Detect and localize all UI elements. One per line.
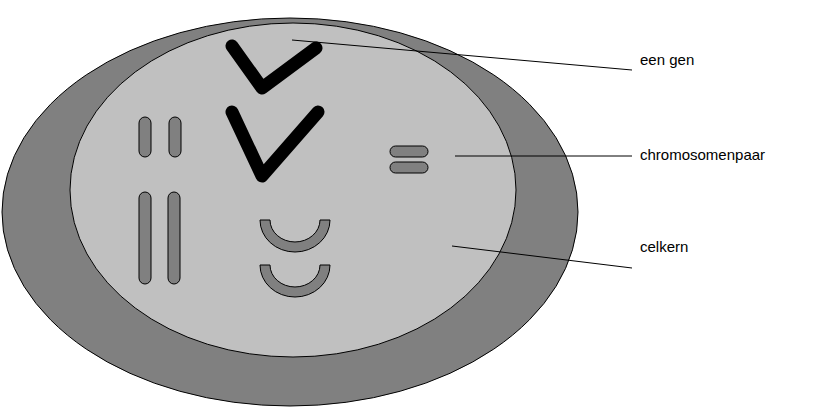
chromosome (168, 192, 180, 284)
leader-line (292, 40, 632, 70)
chromosome (169, 117, 181, 157)
chromosome (139, 192, 151, 284)
leader-line (452, 246, 632, 268)
chromosome (390, 162, 428, 173)
cell-body (2, 18, 578, 406)
chromosome (232, 46, 316, 88)
chromosome (260, 220, 330, 252)
leader-line (455, 156, 632, 157)
part-label: een gen (640, 51, 694, 69)
chromosome (390, 146, 428, 157)
cell-nucleus (70, 23, 516, 357)
chromosome (139, 117, 151, 157)
chromosome (260, 265, 330, 297)
part-label: chromosomenpaar (640, 146, 765, 164)
chromosome (232, 112, 318, 176)
part-label: celkern (640, 238, 688, 256)
